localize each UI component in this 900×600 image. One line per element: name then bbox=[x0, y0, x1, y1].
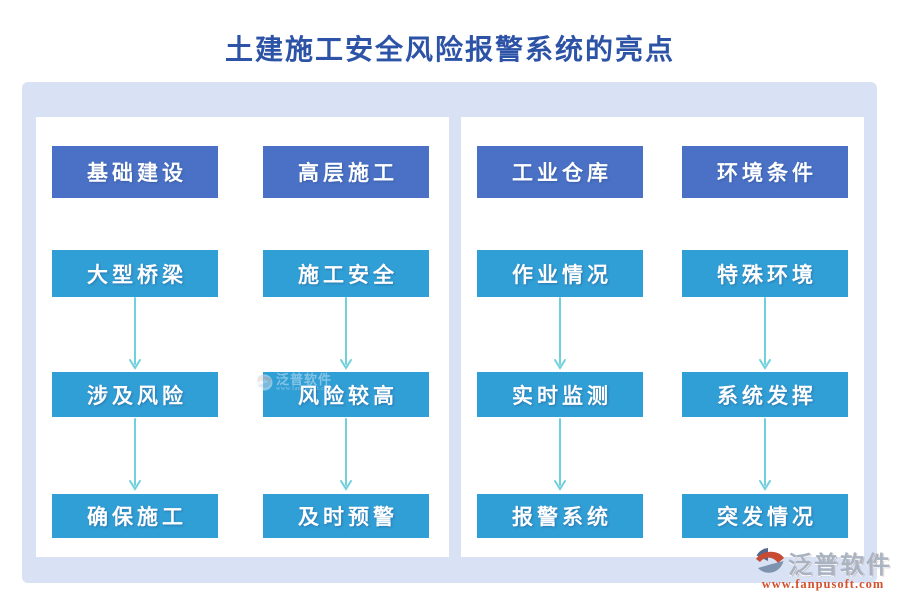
flow-step-box: 作业情况 bbox=[477, 250, 643, 297]
flow-step-box: 基础建设 bbox=[52, 146, 218, 198]
flow-step-box: 突发情况 bbox=[682, 494, 848, 538]
flow-step-box: 系统发挥 bbox=[682, 372, 848, 417]
brand-name: 泛普软件 bbox=[788, 553, 892, 579]
page-title: 土建施工安全风险报警系统的亮点 bbox=[224, 35, 675, 66]
flow-step-box: 风险较高 bbox=[263, 372, 429, 417]
flow-step-box: 确保施工 bbox=[52, 494, 218, 538]
flow-step-box: 及时预警 bbox=[263, 494, 429, 538]
brand-logo: 泛普软件 www.fanpusoft.com bbox=[748, 545, 898, 592]
flow-step-box: 报警系统 bbox=[477, 494, 643, 538]
brand-website: www.fanpusoft.com bbox=[761, 577, 885, 591]
flow-step-box: 特殊环境 bbox=[682, 250, 848, 297]
flow-step-box: 实时监测 bbox=[477, 372, 643, 417]
flow-step-box: 大型桥梁 bbox=[52, 250, 218, 297]
flow-step-box: 工业仓库 bbox=[477, 146, 643, 198]
fanpu-logo-icon bbox=[756, 547, 784, 573]
flow-step-box: 施工安全 bbox=[263, 250, 429, 297]
flow-step-box: 环境条件 bbox=[682, 146, 848, 198]
flow-step-box: 高层施工 bbox=[263, 146, 429, 198]
flow-step-box: 涉及风险 bbox=[52, 372, 218, 417]
